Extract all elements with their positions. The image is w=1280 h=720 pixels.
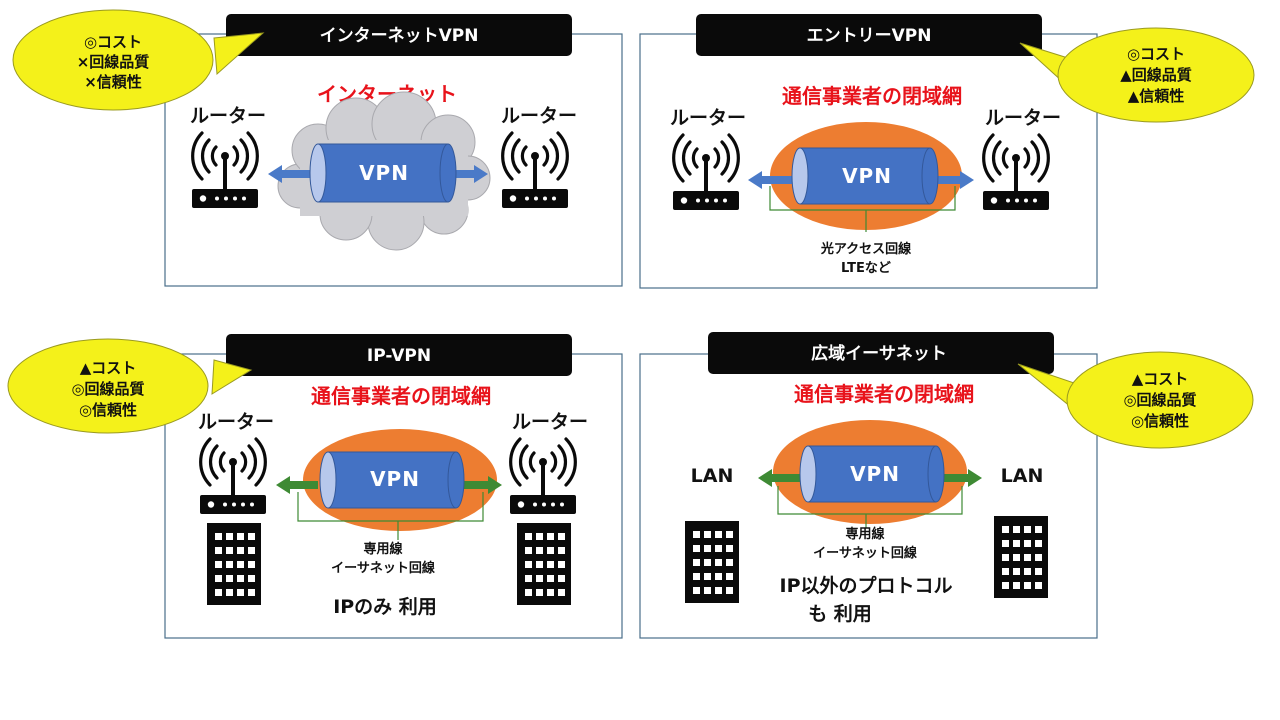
connection-arrow-right: [932, 171, 974, 189]
speech-bubble-body: [12, 9, 214, 111]
connection-arrow-left: [276, 476, 318, 494]
network-label: 通信事業者の閉域網: [794, 382, 974, 406]
line-note: イーサネット回線: [813, 545, 918, 561]
vpn-tunnel: [309, 143, 457, 203]
speech-bubble: [211, 359, 253, 395]
connection-arrow-left: [268, 165, 312, 183]
building-icon: [517, 523, 571, 605]
usage-note: も 利用: [808, 603, 872, 625]
panel-internet-vpn: インターネットVPN ◎コスト ×回線品質 ×信頼性 インターネット: [12, 9, 623, 287]
connection-arrow-right: [444, 165, 488, 183]
tunnel-label: VPN: [370, 467, 420, 491]
connection-arrow-right: [460, 476, 502, 494]
line-note: イーサネット回線: [331, 560, 436, 576]
tunnel-label: VPN: [842, 164, 892, 188]
panel-title-bar: [696, 14, 1042, 56]
panel-title-bar: [708, 332, 1054, 374]
speech-bubble-body: [1057, 27, 1255, 123]
line-note: 光アクセス回線: [820, 241, 912, 257]
connection-arrow-left: [748, 171, 792, 189]
usage-note: IP以外のプロトコル: [780, 574, 953, 597]
bubble-line-reliability: ◎信頼性: [1131, 412, 1189, 430]
vpn-tunnel: [791, 147, 939, 205]
vpn-tunnel: [799, 445, 945, 503]
left-endpoint-label: ルーター: [670, 107, 746, 129]
bubble-line-reliability: ×信頼性: [84, 73, 142, 91]
line-note: 専用線: [363, 541, 403, 557]
speech-bubble: [213, 32, 265, 76]
speech-bubble-body: [1066, 351, 1254, 449]
bubble-line-quality: ◎回線品質: [71, 380, 144, 398]
panel-wide-area-ethernet: 広域イーサネット ▲コスト ◎回線品質 ◎信頼性 通信事業者の閉域網 VPN 専…: [639, 332, 1254, 639]
access-line-bracket: [769, 186, 956, 211]
panel-ip-vpn: IP-VPN ▲コスト ◎回線品質 ◎信頼性 通信事業者の閉域網 VPN 専用線…: [7, 334, 623, 639]
vpn-tunnel: [319, 451, 465, 509]
right-endpoint-label: ルーター: [501, 105, 577, 127]
building-icon: [685, 521, 739, 603]
bubble-line-reliability: ◎信頼性: [79, 401, 137, 419]
panel-title: エントリーVPN: [807, 26, 932, 46]
access-line-bracket: [297, 492, 484, 522]
bubble-line-reliability: ▲信頼性: [1128, 87, 1185, 105]
left-endpoint-label: ルーター: [198, 411, 274, 433]
bubble-line-quality: ◎回線品質: [1123, 391, 1196, 409]
left-endpoint-label: LAN: [691, 465, 734, 487]
right-endpoint-label: LAN: [1001, 465, 1044, 487]
access-line-bracket: [777, 486, 963, 515]
bubble-line-cost: ▲コスト: [80, 359, 137, 377]
panel-title: インターネットVPN: [320, 26, 479, 46]
connection-arrow-left: [758, 469, 800, 487]
panel-title-bar: [226, 14, 572, 56]
connection-arrow-right: [942, 469, 982, 487]
network-label: 通信事業者の閉域網: [311, 384, 491, 408]
speech-bubble-body: [7, 338, 209, 434]
panel-title: IP-VPN: [367, 346, 431, 366]
panel-title: 広域イーサネット: [811, 343, 947, 364]
line-note: 専用線: [845, 526, 885, 542]
line-note: LTEなど: [841, 261, 891, 276]
network-label: 通信事業者の閉域網: [782, 84, 962, 108]
bubble-line-cost: ▲コスト: [1132, 370, 1189, 388]
tunnel-label: VPN: [359, 161, 409, 185]
bubble-line-cost: ◎コスト: [1127, 45, 1185, 63]
bubble-line-quality: ×回線品質: [77, 53, 150, 71]
panel-entry-vpn: エントリーVPN ◎コスト ▲回線品質 ▲信頼性 通信事業者の閉域網 VPN 光…: [639, 14, 1255, 289]
bubble-line-cost: ◎コスト: [84, 33, 142, 51]
left-endpoint-label: ルーター: [190, 105, 266, 127]
right-endpoint-label: ルーター: [512, 411, 588, 433]
tunnel-label: VPN: [850, 462, 900, 486]
panel-title-bar: [226, 334, 572, 376]
usage-note: IPのみ 利用: [333, 596, 437, 618]
building-icon: [994, 516, 1048, 598]
right-endpoint-label: ルーター: [985, 107, 1061, 129]
building-icon: [207, 523, 261, 605]
bubble-line-quality: ▲回線品質: [1120, 66, 1192, 84]
